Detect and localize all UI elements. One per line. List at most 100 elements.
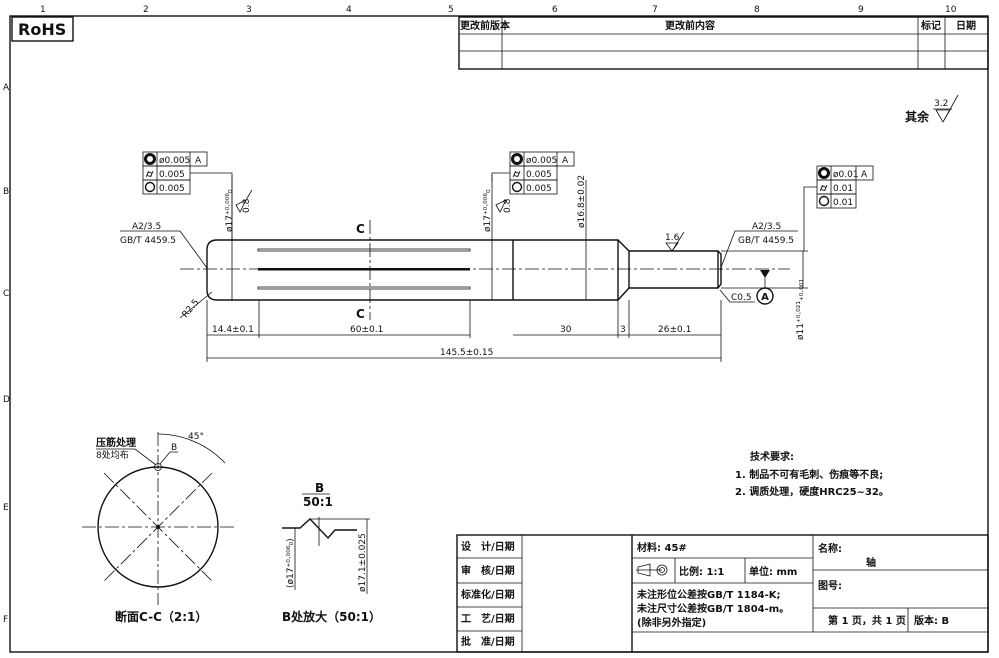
datum-circle [756, 287, 774, 305]
dim-dia-168: ø16.8±0.02 [577, 175, 587, 228]
section-view-cc: 45° 压筋处理 8处均布 B 断面C-C（2:1） [82, 432, 235, 624]
fcf-datum: A [562, 156, 569, 166]
fcf-value: 0.01 [833, 198, 853, 208]
fcf-value: 0.005 [159, 170, 185, 180]
grid-col: 8 [754, 5, 760, 15]
grid-row: F [3, 615, 8, 625]
rohs-label: RoHS [18, 20, 66, 39]
rough-right: 1.6 [665, 233, 680, 243]
fcf-value: 0.005 [159, 184, 185, 194]
unit: 单位: mm [749, 565, 797, 578]
detail-scale: 50:1 [303, 495, 333, 509]
datum-label: A [761, 292, 769, 303]
fcf-value: 0.01 [833, 184, 853, 194]
tech-item: 1. 制品不可有毛刺、伤痕等不良; [735, 468, 883, 481]
grid-col: 7 [652, 5, 658, 15]
default-roughness: 其余 3.2 [905, 94, 959, 124]
coaxiality-icon [144, 153, 156, 165]
cylindricity-icon: ⌭ [145, 169, 154, 180]
fcf-value: ø0.005 [159, 156, 190, 166]
knurl-grooves [257, 248, 471, 290]
section-caption: 断面C-C（2:1） [115, 609, 207, 624]
grid-row: C [3, 289, 9, 299]
grid-col: 10 [945, 5, 957, 15]
fcf-datum: A [195, 156, 202, 166]
section-note: 8处均布 [96, 449, 129, 461]
rev-header: 标记 [920, 19, 941, 32]
detail-ref: B [171, 443, 177, 453]
grid-row: B [3, 187, 9, 197]
detail-dim2: ø17.1±0.025 [358, 533, 368, 592]
shaft-outline [206, 239, 722, 301]
roundness-icon [511, 181, 523, 193]
cylindricity-icon: ⌭ [512, 169, 521, 180]
coaxiality-icon [511, 153, 523, 165]
detail-caption: B处放大（50:1） [282, 609, 381, 624]
detail-title: B [315, 481, 324, 495]
sign-row-standard: 标准化/日期 [460, 588, 515, 601]
title-block: 设 计/日期 审 核/日期 标准化/日期 工 艺/日期 批 准/日期 材料: 4… [456, 534, 989, 653]
dim-60: 60±0.1 [350, 325, 383, 335]
tolerance-note: 未注形位公差按GB/T 1184-K; [636, 588, 781, 601]
shaft-main-view: C C ø17⁺⁰·⁰⁰⁶₀ 0.8 ø17⁺⁰·⁰⁰⁶₀ 0.8 ø16.8±… [120, 175, 808, 362]
section-note: 压筋处理 [96, 436, 136, 449]
version: 版本: B [914, 614, 949, 627]
drawing-frame [9, 15, 989, 653]
roundness-icon [818, 195, 830, 207]
cylindricity-icon: ⌭ [819, 183, 828, 194]
dim-total: 145.5±0.15 [440, 348, 493, 358]
rough-mid: 0.8 [503, 198, 513, 213]
grid-row: A [3, 83, 10, 93]
grid-col: 5 [448, 5, 454, 15]
roughness-value: 3.2 [934, 99, 948, 109]
fcf-mid: ⌭ ø0.005 A 0.005 0.005 [491, 151, 575, 195]
dim-dia-11: ø11⁺⁰·⁰²¹₊₀.₀₀₁ [796, 279, 806, 340]
projection-icon [636, 563, 668, 577]
grid-col: 2 [143, 5, 149, 15]
rev-header: 日期 [956, 19, 976, 32]
rough-left: 0.8 [242, 198, 252, 213]
section-label: C [356, 307, 365, 321]
tolerance-note: (除非另外指定) [637, 616, 706, 629]
grid-col: 6 [552, 5, 558, 15]
name-label: 名称: [818, 542, 842, 555]
rev-header: 更改前版本 [460, 19, 511, 32]
grid-col: 4 [346, 5, 352, 15]
grid-col: 1 [40, 5, 46, 15]
grid-labels: 1 2 3 4 5 6 7 8 9 10 A B C D E F [3, 5, 957, 625]
center-hole-right-std: GB/T 4459.5 [738, 236, 794, 246]
drawing-no-label: 图号: [818, 580, 842, 592]
dim-3: 3 [620, 325, 626, 335]
revision-table: 更改前版本 更改前内容 标记 日期 [458, 16, 989, 70]
section-label: C [356, 222, 365, 236]
rohs-box [11, 16, 74, 42]
sign-row-design: 设 计/日期 [461, 540, 515, 553]
grid-row: D [3, 395, 10, 405]
part-name: 轴 [866, 556, 876, 569]
dim-14-4: 14.4±0.1 [212, 325, 254, 335]
center-hole-left: A2/3.5 [132, 222, 161, 232]
grid-col: 9 [858, 5, 864, 15]
fcf-value: 0.005 [526, 184, 552, 194]
roughness-label: 其余 [905, 109, 930, 124]
sign-row-approve: 批 准/日期 [461, 635, 515, 648]
tolerance-note: 未注尺寸公差按GB/T 1804-m。 [636, 602, 789, 615]
fcf-value: 0.005 [526, 170, 552, 180]
dim-dia-mid: ø17⁺⁰·⁰⁰⁶₀ [483, 189, 493, 232]
grid-row: E [3, 503, 9, 513]
grid-col: 3 [246, 5, 252, 15]
fcf-value: ø0.01 [833, 170, 859, 180]
detail-dim1: (ø17⁺⁰·⁰⁰⁶₀) [286, 538, 296, 588]
rev-header: 更改前内容 [665, 19, 715, 32]
tech-title: 技术要求: [750, 450, 794, 463]
material: 材料: 45# [637, 541, 687, 554]
chamfer-label: C0.5 [731, 293, 752, 303]
coaxiality-icon [818, 167, 830, 179]
dim-26: 26±0.1 [658, 325, 691, 335]
scale: 比例: 1:1 [679, 565, 724, 578]
dim-dia-left: ø17⁺⁰·⁰⁰⁶₀ [225, 189, 235, 232]
center-hole-left-std: GB/T 4459.5 [120, 236, 176, 246]
sign-row-process: 工 艺/日期 [461, 612, 515, 625]
tech-requirements: 技术要求: 1. 制品不可有毛刺、伤痕等不良; 2. 调质处理，硬度HRC25~… [735, 450, 889, 498]
